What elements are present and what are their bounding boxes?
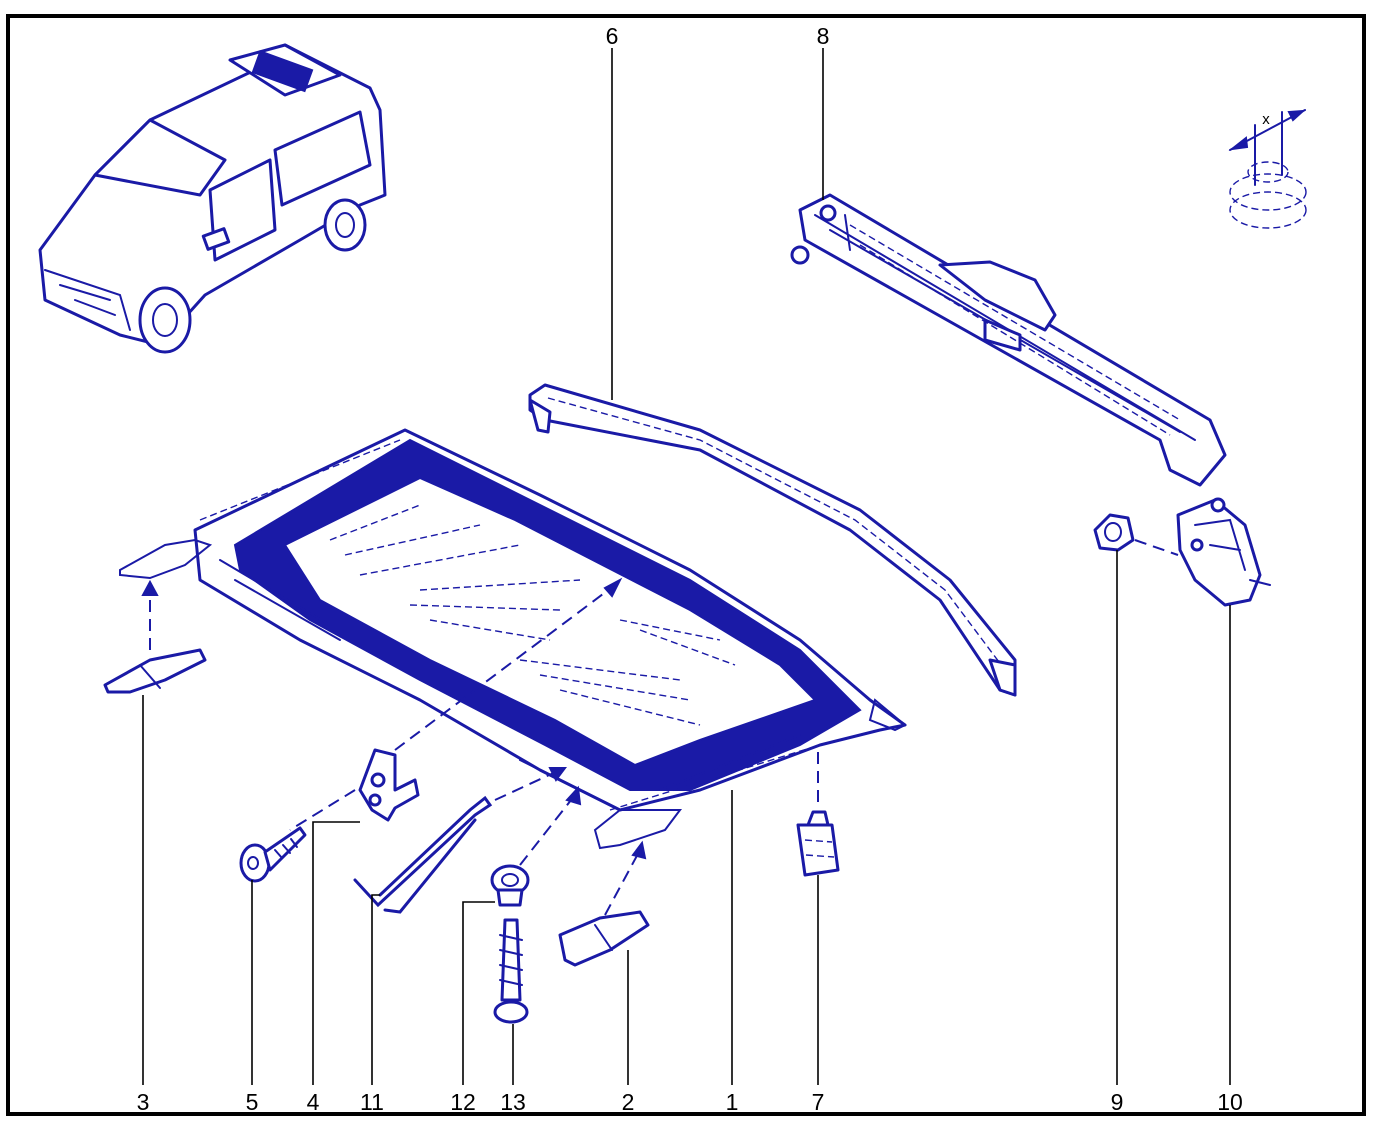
- part-10-bracket: [1176, 497, 1271, 607]
- part-3-clip: [103, 579, 207, 694]
- callout-10: 10: [1217, 1089, 1243, 1115]
- diagram-frame: [6, 14, 1366, 1116]
- callout-8: 8: [817, 23, 830, 49]
- detail-x-label: x: [1262, 111, 1270, 128]
- vehicle-overview-illustration: [38, 43, 387, 354]
- leader-lines: [142, 48, 1231, 1085]
- callout-1: 1: [726, 1089, 739, 1115]
- callout-4: 4: [307, 1089, 320, 1115]
- detail-x-gauge: x: [1228, 109, 1307, 229]
- callout-6: 6: [606, 23, 619, 49]
- callout-11: 11: [360, 1089, 384, 1115]
- part-12-grommet: [490, 785, 582, 907]
- part-8-roof-bar: [790, 193, 1227, 487]
- part-9-nut: [1093, 513, 1179, 556]
- callout-2: 2: [622, 1089, 635, 1115]
- part-13-screw: [493, 918, 529, 1024]
- part-1-roof-panel: [119, 428, 907, 850]
- callout-labels: 6 8 3 5 4 11 12 13 2 1 7 9 10: [137, 23, 1243, 1115]
- part-7-bump-stop: [796, 752, 840, 877]
- part-4-hinge: [289, 577, 623, 831]
- callout-9: 9: [1111, 1089, 1124, 1115]
- callout-7: 7: [812, 1089, 825, 1115]
- part-5-screw: [239, 826, 307, 883]
- callout-5: 5: [246, 1089, 259, 1115]
- part-2-clip: [558, 840, 650, 967]
- part-11-stay-rod: [353, 767, 567, 914]
- part-6-roof-strip: [528, 383, 1017, 697]
- callout-3: 3: [137, 1089, 150, 1115]
- callout-12: 12: [450, 1089, 476, 1115]
- callout-13: 13: [500, 1089, 526, 1115]
